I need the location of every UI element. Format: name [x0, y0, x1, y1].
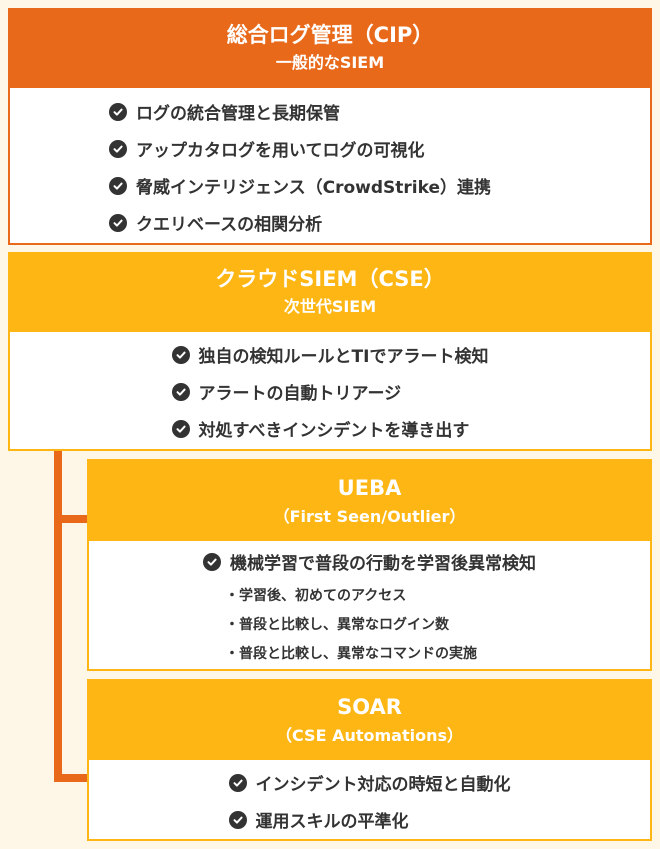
cse-title: クラウドSIEM（CSE）	[215, 267, 445, 291]
cip-box: 総合ログ管理（CIP） 一般的なSIEM ログの統合管理と長期保管 アップカタロ…	[8, 8, 652, 245]
ueba-header: UEBA （First Seen/Outlier）	[89, 461, 650, 541]
soar-item: インシデント対応の時短と自動化	[228, 764, 511, 801]
check-circle-icon	[228, 810, 247, 829]
connector-to-soar	[54, 774, 88, 782]
cip-header: 総合ログ管理（CIP） 一般的なSIEM	[10, 10, 650, 88]
cip-subtitle: 一般的なSIEM	[275, 53, 385, 72]
soar-subtitle: （CSE Automations）	[276, 726, 463, 745]
cip-title: 総合ログ管理（CIP）	[226, 23, 434, 47]
cse-box: クラウドSIEM（CSE） 次世代SIEM 独自の検知ルールとTIでアラート検知…	[8, 252, 652, 451]
check-circle-icon	[171, 345, 190, 364]
cip-item: ログの統合管理と長期保管	[108, 93, 491, 130]
check-circle-icon	[171, 419, 190, 438]
soar-title: SOAR	[337, 695, 402, 719]
cse-item: 独自の検知ルールとTIでアラート検知	[171, 336, 488, 373]
cse-item: アラートの自動トリアージ	[171, 373, 489, 410]
soar-box: SOAR （CSE Automations） インシデント対応の時短と自動化 運…	[87, 679, 652, 841]
ueba-subitem: ・普段と比較し、異常なログイン数	[225, 616, 449, 633]
cse-header: クラウドSIEM（CSE） 次世代SIEM	[10, 254, 650, 332]
cse-subtitle: 次世代SIEM	[283, 297, 377, 316]
connector-to-ueba	[54, 515, 88, 523]
cip-item: クエリベースの相関分析	[108, 204, 491, 241]
connector-vertical	[54, 451, 62, 782]
check-circle-icon	[171, 382, 190, 401]
check-circle-icon	[108, 139, 127, 158]
check-circle-icon	[108, 213, 127, 232]
check-circle-icon	[108, 102, 127, 121]
ueba-subtitle: （First Seen/Outlier）	[273, 507, 466, 526]
cip-item: 脅威インテリジェンス（CrowdStrike）連携	[108, 167, 491, 204]
ueba-item: 機械学習で普段の行動を学習後異常検知	[203, 543, 536, 580]
cip-item: アップカタログを用いてログの可視化	[108, 130, 491, 167]
ueba-subitem: ・学習後、初めてのアクセス	[225, 587, 407, 604]
check-circle-icon	[108, 176, 127, 195]
ueba-subitem: ・普段と比較し、異常なコマンドの実施	[225, 645, 477, 662]
ueba-box: UEBA （First Seen/Outlier） 機械学習で普段の行動を学習後…	[87, 459, 652, 671]
ueba-title: UEBA	[337, 476, 402, 500]
check-circle-icon	[203, 552, 221, 571]
cse-item: 対処すべきインシデントを導き出す	[171, 410, 489, 447]
check-circle-icon	[228, 773, 247, 792]
soar-header: SOAR （CSE Automations）	[89, 681, 650, 760]
soar-item: 運用スキルの平準化	[228, 801, 511, 838]
